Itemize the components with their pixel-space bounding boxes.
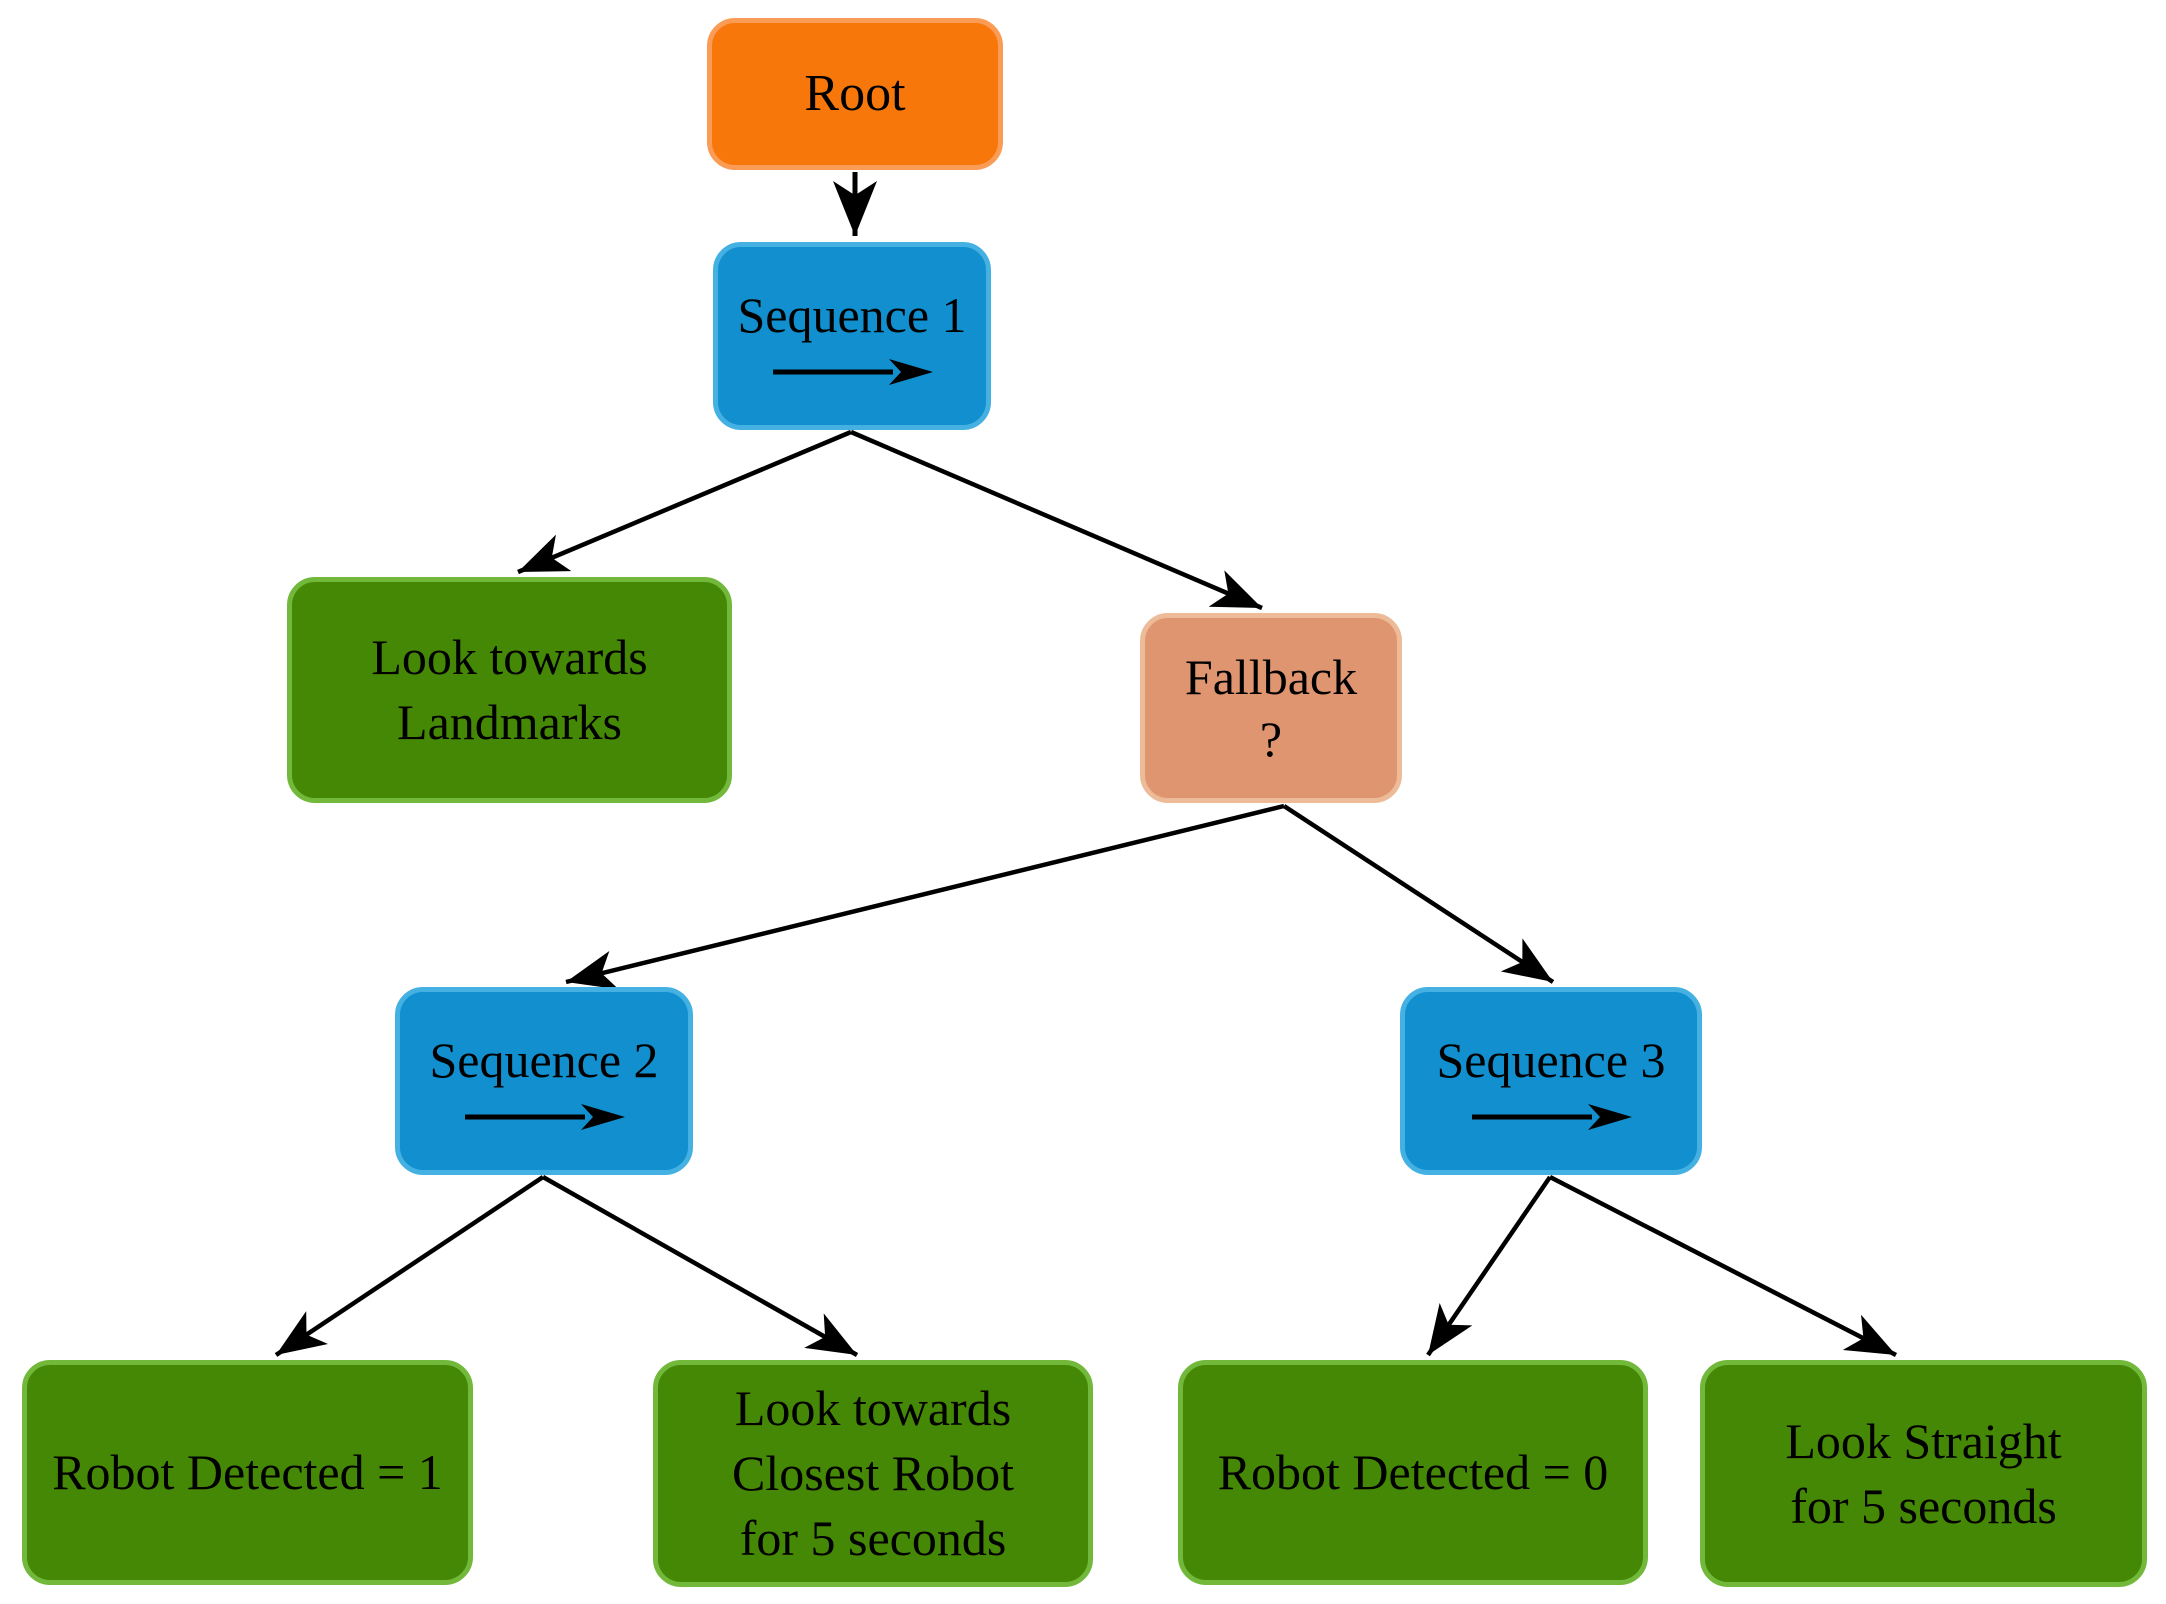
edge-fallback-sequence2 [565,803,1285,990]
node-look-towards-closest-robot: Look towards Closest Robot for 5 seconds [653,1360,1093,1587]
node-sequence-3-label: Sequence 3 [1436,1031,1666,1088]
node-sequence-1-label: Sequence 1 [737,286,967,343]
node-look-straight: Look Straight for 5 seconds [1700,1360,2147,1587]
node-robot-detected-1: Robot Detected = 1 [22,1360,473,1585]
node-sequence-3: Sequence 3 [1400,987,1702,1175]
edge-sequence3-robot-detected-0 [1426,1175,1552,1357]
node-robot-detected-1-label: Robot Detected = 1 [52,1444,443,1500]
edge-sequence1-landmarks [517,429,852,575]
node-look-towards-landmarks: Look towards Landmarks [287,577,732,803]
node-sequence-1: Sequence 1 [713,242,991,430]
edge-fallback-sequence3 [1282,804,1555,984]
edge-sequence2-look-closest [541,1175,859,1357]
node-fallback-label: Fallback ? [1184,648,1358,768]
node-robot-detected-0-label: Robot Detected = 0 [1217,1444,1609,1500]
node-robot-detected-0: Robot Detected = 0 [1178,1360,1648,1585]
node-look-towards-closest-robot-label: Look towards Closest Robot for 5 seconds [732,1380,1014,1566]
edge-sequence2-robot-detected-1 [274,1175,545,1357]
node-root: Root [707,18,1003,170]
right-arrow-icon [773,358,933,385]
edge-sequence1-fallback [850,429,1263,611]
node-root-label: Root [804,65,906,123]
right-arrow-icon [1472,1103,1632,1130]
right-arrow-icon [465,1103,625,1130]
node-look-towards-landmarks-label: Look towards Landmarks [371,629,648,750]
node-sequence-2: Sequence 2 [395,987,693,1175]
node-sequence-2-label: Sequence 2 [429,1031,659,1088]
node-look-straight-label: Look Straight for 5 seconds [1785,1412,2062,1534]
edge-sequence3-look-straight [1548,1174,1898,1358]
node-fallback: Fallback ? [1140,613,1402,803]
